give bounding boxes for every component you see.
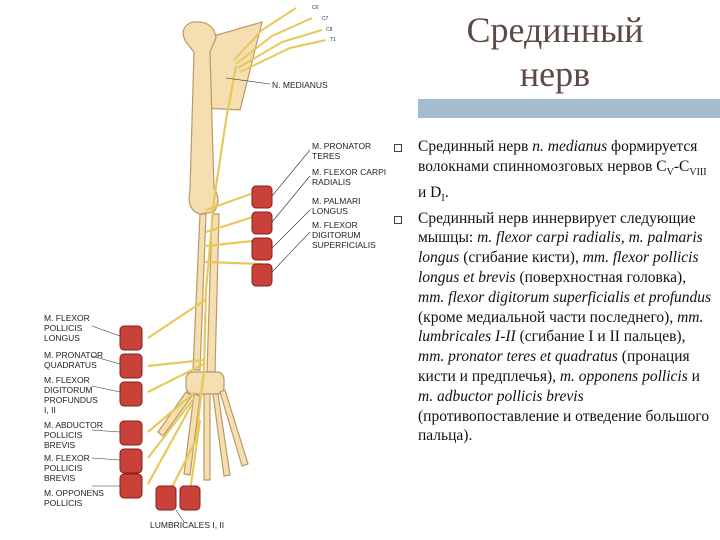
b2-text-6: (пронация кисти и предплечья), [418,348,690,385]
b1-text-2: формируется волокнами спинномозговых нер… [418,138,698,175]
b2-term-4: mm. lumbricales I-II [418,308,704,346]
b1-term: n. medianus [532,138,608,155]
b2-text-7: и [687,367,700,385]
bullet-square-icon [394,144,402,152]
label-flexor-carpi-radialis: M. FLEXOR CARPI RADIALIS [312,167,387,187]
muscle-block-pronator-quadratus [119,353,143,379]
muscle-blocks [119,185,273,511]
b2-text-3: (поверхностная головка), [515,268,687,286]
accent-band [418,99,720,118]
label-opponens: M. OPPONENS POLLICIS [44,488,104,508]
b2-term-5: mm. pronator teres et quadratus [418,348,618,366]
muscle-block-fpb [119,448,143,474]
label-fpl: M. FLEXOR POLLICIS LONGUS [44,313,90,343]
muscle-block-fdp [119,381,143,407]
slide-title: Срединный нерв [420,8,690,96]
muscle-block-opponens [119,473,143,499]
muscle-block-flexor-carpi-radialis [251,211,273,235]
b1-text-1: Срединный нерв [418,138,533,155]
root-label-c7: C7 [322,16,329,22]
b1-sub-2: VIII [689,166,707,178]
slide-title-line2: нерв [519,54,591,94]
label-pronator-teres: M. PRONATOR TERES [312,141,372,161]
b2-text-4: (кроме медиальной части последнего), [418,308,678,326]
muscle-block-lumbrical-2 [179,485,201,511]
label-pronator-quadratus: M. PRONATOR QUADRATUS [44,350,104,370]
median-nerve-illustration: C6 C7 C8 T1 [91,5,336,523]
b1-sub-1: V [666,166,674,178]
muscle-block-apb [119,420,143,446]
b1-text-5: . [444,183,449,201]
b1-text-4: и D [418,183,442,201]
b2-term-1: m. flexor carpi radialis, m. palmaris lo… [418,229,703,267]
b2-text-2: (сгибание кисти), [459,249,583,267]
b2-term-3: mm. flexor digitorum superficialis et pr… [418,288,712,306]
label-fds: M. FLEXOR DIGITORUM SUPERFICIALIS [312,220,376,250]
muscle-block-pronator-teres [251,185,273,209]
bullet-2: Срединный нерв иннервирует следующие мыш… [392,209,714,447]
bullet-1: Срединный нерв n. medianus формируется в… [392,137,714,209]
bullet-square-icon [394,215,402,224]
muscle-block-palmaris-longus [251,237,273,261]
muscle-block-fds [251,263,273,287]
leader-lines [91,77,311,523]
b2-text-1: Срединный нерв иннервирует следующие мыш… [418,209,696,247]
label-apb: M. ABDUCTOR POLLICIS BREVIS [44,420,103,450]
slide-title-line1: Срединный [466,10,644,50]
root-label-t1: T1 [330,37,336,43]
root-labels: C6 C7 C8 T1 [312,5,336,43]
label-palmaris-longus: M. PALMARI LONGUS [312,196,361,216]
muscle-block-lumbrical-1 [155,485,177,511]
label-lumbricales: LUMBRICALES I, II [150,520,225,530]
b1-sub-3: I [441,192,445,204]
nerve-roots [233,7,327,73]
b2-text-8: (противопоставление и отведение большого… [418,407,710,445]
muscle-block-fpl [119,325,143,351]
b1-text-3: -C [673,157,690,175]
label-fdp: M. FLEXOR DIGITORUM PROFUNDUS I, II [44,375,98,415]
b2-term-2: mm. flexor pollicis longus et brevis [418,249,699,286]
b2-text-5: (сгибание I и II пальцев), [515,328,686,346]
b2-term-7: m. adbuctor pollicis brevis [418,387,584,405]
root-label-c8: C8 [326,27,333,33]
label-n-medianus: N. MEDIANUS [272,80,328,90]
label-fpb: M. FLEXOR POLLICIS BREVIS [44,453,90,483]
b2-term-6: m. opponens pollicis [559,367,688,385]
root-label-c6: C6 [312,5,319,11]
bullet-list: Срединный нерв n. medianus формируется в… [392,137,714,446]
